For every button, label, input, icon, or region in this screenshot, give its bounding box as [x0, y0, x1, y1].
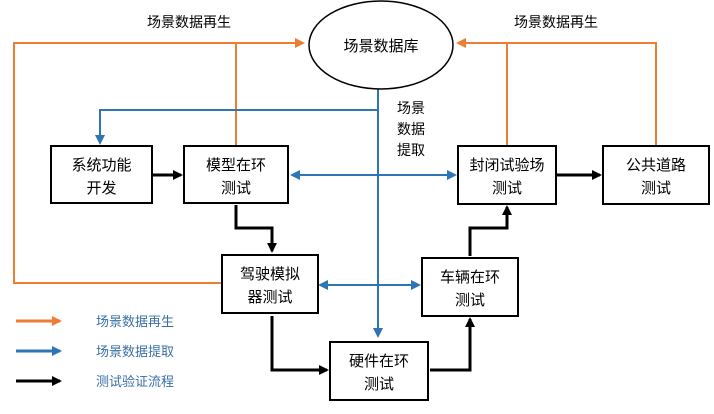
legend-label-flow: 测试验证流程	[96, 374, 174, 390]
extract-branch-system-dev	[95, 109, 378, 145]
node-system-dev-line2: 开发	[86, 179, 116, 197]
node-vil: 车辆在环 测试	[421, 257, 519, 317]
node-hil-line1: 硬件在环	[349, 352, 409, 370]
node-closed-field-line2: 测试	[492, 179, 522, 197]
node-driving-sim-line1: 驾驶模拟	[240, 265, 300, 283]
node-driving-sim-line2: 器测试	[247, 288, 292, 306]
legend: 场景数据再生 场景数据提取 测试验证流程	[16, 315, 174, 390]
legend-label-regen: 场景数据再生	[96, 315, 174, 330]
legend-item-flow: 测试验证流程	[16, 374, 174, 390]
flow-sim-to-hil	[270, 316, 329, 375]
legend-item-regen: 场景数据再生	[16, 315, 174, 330]
node-mil: 模型在环 测试	[183, 145, 289, 204]
scenario-database: 场景数据库	[308, 0, 454, 90]
regen-line-public-road	[456, 38, 657, 146]
node-system-dev: 系统功能 开发	[50, 145, 153, 204]
node-public-road-line1: 公共道路	[626, 156, 686, 174]
black-flow-lines	[152, 170, 602, 375]
node-public-road: 公共道路 测试	[602, 145, 710, 205]
orange-regen-lines	[13, 38, 657, 284]
flow-mil-to-sim	[234, 205, 277, 253]
node-closed-field-line1: 封闭试验场	[469, 156, 544, 174]
label-regen-right: 场景数据再生	[514, 15, 598, 31]
blue-extract-lines	[95, 88, 457, 338]
node-vil-line2: 测试	[455, 291, 485, 309]
legend-label-extract: 场景数据提取	[96, 344, 174, 360]
node-hil-line2: 测试	[364, 375, 394, 393]
label-extract-line2: 数据	[397, 122, 425, 138]
node-hil: 硬件在环 测试	[329, 341, 429, 401]
database-label: 场景数据库	[343, 37, 418, 55]
node-driving-sim: 驾驶模拟 器测试	[221, 254, 319, 314]
node-public-road-line2: 测试	[641, 179, 671, 197]
node-closed-field: 封闭试验场 测试	[457, 145, 557, 205]
flow-hil-to-vil	[430, 317, 475, 372]
label-extract-line3: 提取	[397, 143, 425, 159]
legend-item-extract: 场景数据提取	[16, 344, 174, 360]
node-mil-line1: 模型在环	[206, 156, 266, 174]
label-regen-left: 场景数据再生	[147, 15, 231, 31]
node-mil-line2: 测试	[221, 179, 251, 197]
regen-line-driving-sim	[13, 38, 305, 284]
label-extract-line1: 场景	[397, 101, 425, 117]
flow-vil-to-closed	[468, 205, 512, 256]
node-vil-line1: 车辆在环	[440, 268, 500, 286]
node-system-dev-line1: 系统功能	[71, 156, 131, 174]
